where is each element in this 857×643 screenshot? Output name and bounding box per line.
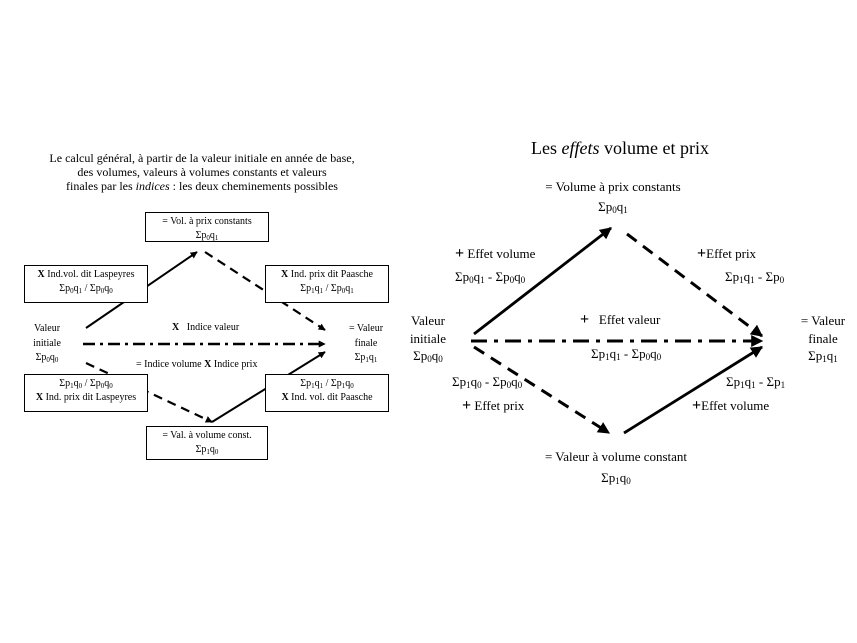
effet-prix-top-label: Effet prix [706, 246, 757, 261]
multiply-mark: X [35, 392, 44, 404]
left-title: Le calcul général, à partir de la valeur… [12, 151, 392, 194]
plus-icon: + [462, 396, 472, 414]
box-tl-label: Ind.vol. dit Laspeyres [47, 269, 135, 280]
right-initial-value: Valeur initiale Σp0q0 [396, 312, 460, 365]
left-indice-valeur: X Indice valeur [172, 322, 239, 334]
multiply-mark: X [172, 322, 180, 333]
box-top-formula: Σp0q1 [195, 229, 219, 242]
right-bottom-label: = Valeur à volume constant [544, 449, 688, 464]
plus-icon: + [455, 245, 465, 262]
left-arrow-initial-to-bottom [85, 362, 213, 423]
left-title-tail: : les deux cheminements possibles [169, 178, 338, 193]
left-title-line-1: Le calcul général, à partir de la valeur… [49, 151, 355, 165]
effet-volume-top-label-row: + Effet volume [455, 241, 535, 267]
effet-prix-top: +Effet prix Σp1q1 - Σp0 [697, 241, 784, 287]
effet-volume-top-formula: Σp0q1 - Σp0q0 [455, 268, 526, 285]
plus-icon: + [697, 245, 707, 262]
effet-volume-bottom-formula: Σp1q1 - Σp1 [726, 374, 786, 390]
right-top-node: = Volume à prix constants Σp0q1 [508, 177, 718, 217]
effet-valeur: + Effet valeur [580, 311, 660, 329]
right-arrow-initial-to-top [473, 226, 612, 336]
box-tl-line-1: X Ind.vol. dit Laspeyres [25, 268, 147, 282]
right-title-post: volume et prix [599, 138, 709, 158]
effet-valeur-formula: Σp1q1 - Σp0q0 [591, 346, 662, 362]
multiply-mark: X [37, 269, 45, 280]
left-equation: = Indice volume X Indice prix [136, 359, 257, 371]
right-initial-line-1: Valeur [411, 313, 445, 328]
box-volume-prix-constants: = Vol. à prix constants Σp0q1 [145, 212, 269, 242]
effet-prix-top-formula: Σp1q1 - Σp0 [725, 268, 785, 285]
right-final-formula: Σp1q1 [808, 348, 838, 365]
box-tr-formula: Σp1q1 / Σp0q1 [300, 282, 354, 295]
right-arrow-bottom-to-final [623, 345, 764, 435]
right-bottom-formula: Σp1q0 [601, 469, 631, 486]
multiply-mark: X [281, 269, 289, 280]
effet-volume-bottom-label-row: +Effet volume [692, 393, 785, 419]
box-ind-prix-laspeyres: Σp1q0 / Σp0q0 X Ind. prix dit Laspeyres [24, 374, 148, 412]
left-initial-value: Valeur initiale Σp0q0 [22, 322, 72, 366]
right-top-formula: Σp0q1 [598, 198, 628, 215]
effet-volume-top-label: Effet volume [467, 246, 536, 261]
effet-volume-bottom: Σp1q1 - Σp1 +Effet volume [692, 372, 786, 418]
left-final-formula: Σp1q1 [354, 352, 378, 364]
box-tr-line-1: X Ind. prix dit Paasche [266, 268, 388, 282]
right-title-pre: Les [531, 138, 562, 158]
effet-volume-bottom-label: Effet volume [701, 397, 770, 413]
left-initial-line-2: initiale [33, 337, 61, 349]
box-bl-formula: Σp1q0 / Σp0q0 [59, 378, 113, 390]
box-valeur-volume-constant: = Val. à volume const. Σp1q0 [146, 426, 268, 460]
effet-prix-top-label-row: +Effet prix [697, 241, 784, 267]
box-bl-label: Ind. prix dit Laspeyres [45, 392, 137, 404]
indice-valeur-label: Indice valeur [186, 322, 240, 333]
right-initial-line-2: initiale [409, 330, 447, 346]
multiply-mark: X [204, 359, 212, 370]
box-ind-vol-laspeyres: X Ind.vol. dit Laspeyres Σp0q1 / Σp0q0 [24, 265, 148, 303]
right-arrow-top-to-final [626, 232, 763, 338]
left-arrow-top-to-final [204, 251, 326, 331]
equation-suffix: Indice prix [213, 359, 258, 370]
box-br-formula: Σp1q1 / Σp1q0 [300, 378, 354, 390]
box-ind-vol-paasche: Σp1q1 / Σp1q0 X Ind. vol. dit Paasche [265, 374, 389, 412]
box-ind-prix-paasche: X Ind. prix dit Paasche Σp1q1 / Σp0q1 [265, 265, 389, 303]
left-initial-formula: Σp0q0 [35, 352, 59, 364]
right-final-line-1: = Valeur [800, 313, 846, 328]
left-title-line-2: des volumes, valeurs à volumes constants… [77, 164, 327, 179]
effet-prix-bottom: Σp1q0 - Σp0q0 + Effet prix [452, 372, 524, 418]
box-br-line-2: X Ind. vol. dit Paasche [266, 391, 388, 405]
left-final-line-1: = Valeur [348, 323, 384, 334]
right-bottom-node: = Valeur à volume constant Σp1q0 [521, 447, 711, 489]
right-final-line-2: finale [808, 330, 838, 346]
box-bottom-formula: Σp1q0 [195, 443, 219, 456]
effet-volume-top: + Effet volume Σp0q1 - Σp0q0 [455, 241, 535, 287]
right-arrow-initial-to-bottom [473, 345, 611, 435]
multiply-mark: X [281, 392, 289, 404]
left-title-italic: indices [135, 178, 170, 193]
effet-prix-bottom-label: Effet prix [474, 397, 525, 413]
right-title-italic: effets [561, 138, 600, 158]
box-tr-label: Ind. prix dit Paasche [290, 269, 373, 280]
left-final-line-2: finale [354, 337, 378, 349]
left-title-line-3: finales par les indices : les deux chemi… [12, 178, 392, 194]
box-bottom-line-1: = Val. à volume const. [162, 430, 252, 441]
effet-prix-bottom-formula: Σp1q0 - Σp0q0 [452, 374, 523, 390]
effet-valeur-label: Effet valeur [598, 312, 661, 327]
right-top-label: = Volume à prix constants [545, 179, 681, 194]
effet-prix-bottom-label-row: + Effet prix [462, 393, 524, 419]
left-title-line-3-text: finales par les [66, 178, 133, 193]
plus-icon: + [580, 311, 590, 328]
left-final-value: = Valeur finale Σp1q1 [340, 322, 392, 366]
left-initial-line-1: Valeur [33, 323, 61, 334]
right-title: Les effets volume et prix [531, 138, 709, 159]
box-br-label: Ind. vol. dit Paasche [291, 392, 373, 404]
equation-prefix: = Indice volume [136, 359, 202, 370]
right-initial-formula: Σp0q0 [413, 348, 443, 365]
plus-icon: + [692, 396, 702, 414]
right-final-value: = Valeur finale Σp1q1 [792, 312, 854, 365]
box-bl-line-2: X Ind. prix dit Laspeyres [25, 391, 147, 405]
box-top-line-1: = Vol. à prix constants [162, 216, 252, 227]
box-tl-formula: Σp0q1 / Σp0q0 [59, 282, 113, 295]
